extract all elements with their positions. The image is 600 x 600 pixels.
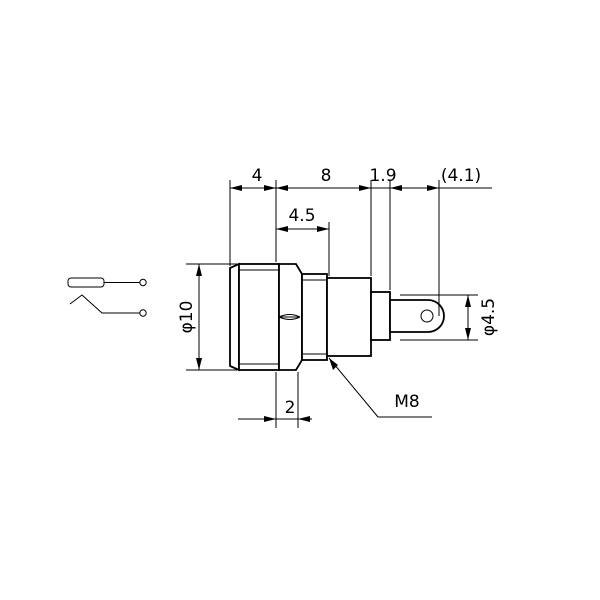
hex-nut-curve [278,314,301,318]
tip-terminal-circle [139,278,147,287]
solder-lug-hole [420,309,434,323]
length-dimension-4-5: 4.5 [276,206,329,232]
switch-terminal-circle [139,309,147,317]
thread-leader-m8: M8 [328,357,432,418]
threaded-body [326,277,372,357]
arrow [359,185,371,191]
front-bevel [229,262,240,372]
solder-lug-terminal [389,299,445,333]
dim-label-4: 4 [252,166,263,186]
extension-lines [186,180,478,428]
arrow [298,416,310,422]
switch-contact-symbol [69,294,140,314]
arrow [276,185,288,191]
arrow [329,358,338,370]
dim-label-1-9: 1.9 [369,166,396,186]
nut-width-dimension-2: 2 [238,398,312,422]
dim-label-dia-10: φ10 [177,301,197,334]
arrow [390,185,402,191]
arrow [196,264,202,276]
dim-label-8: 8 [321,166,332,186]
arrow [427,185,439,191]
front-flange [238,263,280,371]
diameter-dimension-4-5: φ4.5 [465,295,499,340]
jack-schematic-symbol [67,277,147,317]
arrow [264,416,276,422]
thread-label-m8: M8 [394,392,419,412]
dim-label-2: 2 [285,398,296,418]
arrow [230,185,242,191]
jack-tip-symbol [67,277,105,288]
dim-label-dia-4-5: φ4.5 [479,298,499,336]
arrow [465,328,471,340]
leader-line-m8 [328,357,379,418]
top-dimension-chain: 4 8 1.9 (4.1) [230,166,492,191]
arrow [317,226,329,232]
arrow [264,185,276,191]
arrow [276,226,288,232]
rear-step [370,291,391,341]
connector-body [229,262,445,372]
arrow [465,295,471,307]
dim-label-4-1: (4.1) [441,166,481,186]
arrow [196,358,202,370]
diameter-dimension-10: φ10 [177,264,202,370]
washer [301,273,328,361]
hex-nut-curve [278,316,301,320]
dim-label-4-5: 4.5 [288,206,315,226]
